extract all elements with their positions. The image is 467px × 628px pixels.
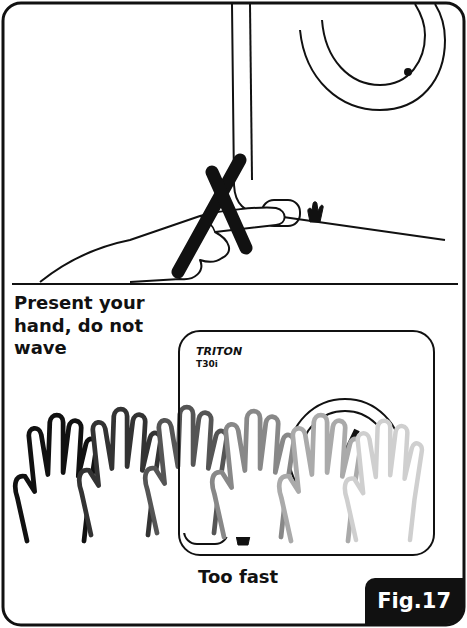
prohibited-cross [178, 160, 246, 272]
frame [3, 3, 464, 625]
waving-hands [15, 407, 422, 541]
node-text: TRITON [196, 346, 417, 359]
shower-unit: TRITONT30i [178, 330, 435, 556]
instruction-note: Present your hand, do not wave [14, 292, 174, 360]
divider [12, 283, 458, 285]
node-text: T30i [196, 359, 417, 369]
figure-number: Fig.17 [365, 578, 463, 624]
warning-note: Too fast [198, 566, 348, 589]
shower-side-view [232, 4, 445, 240]
node-text: Fig.17 [377, 589, 451, 613]
